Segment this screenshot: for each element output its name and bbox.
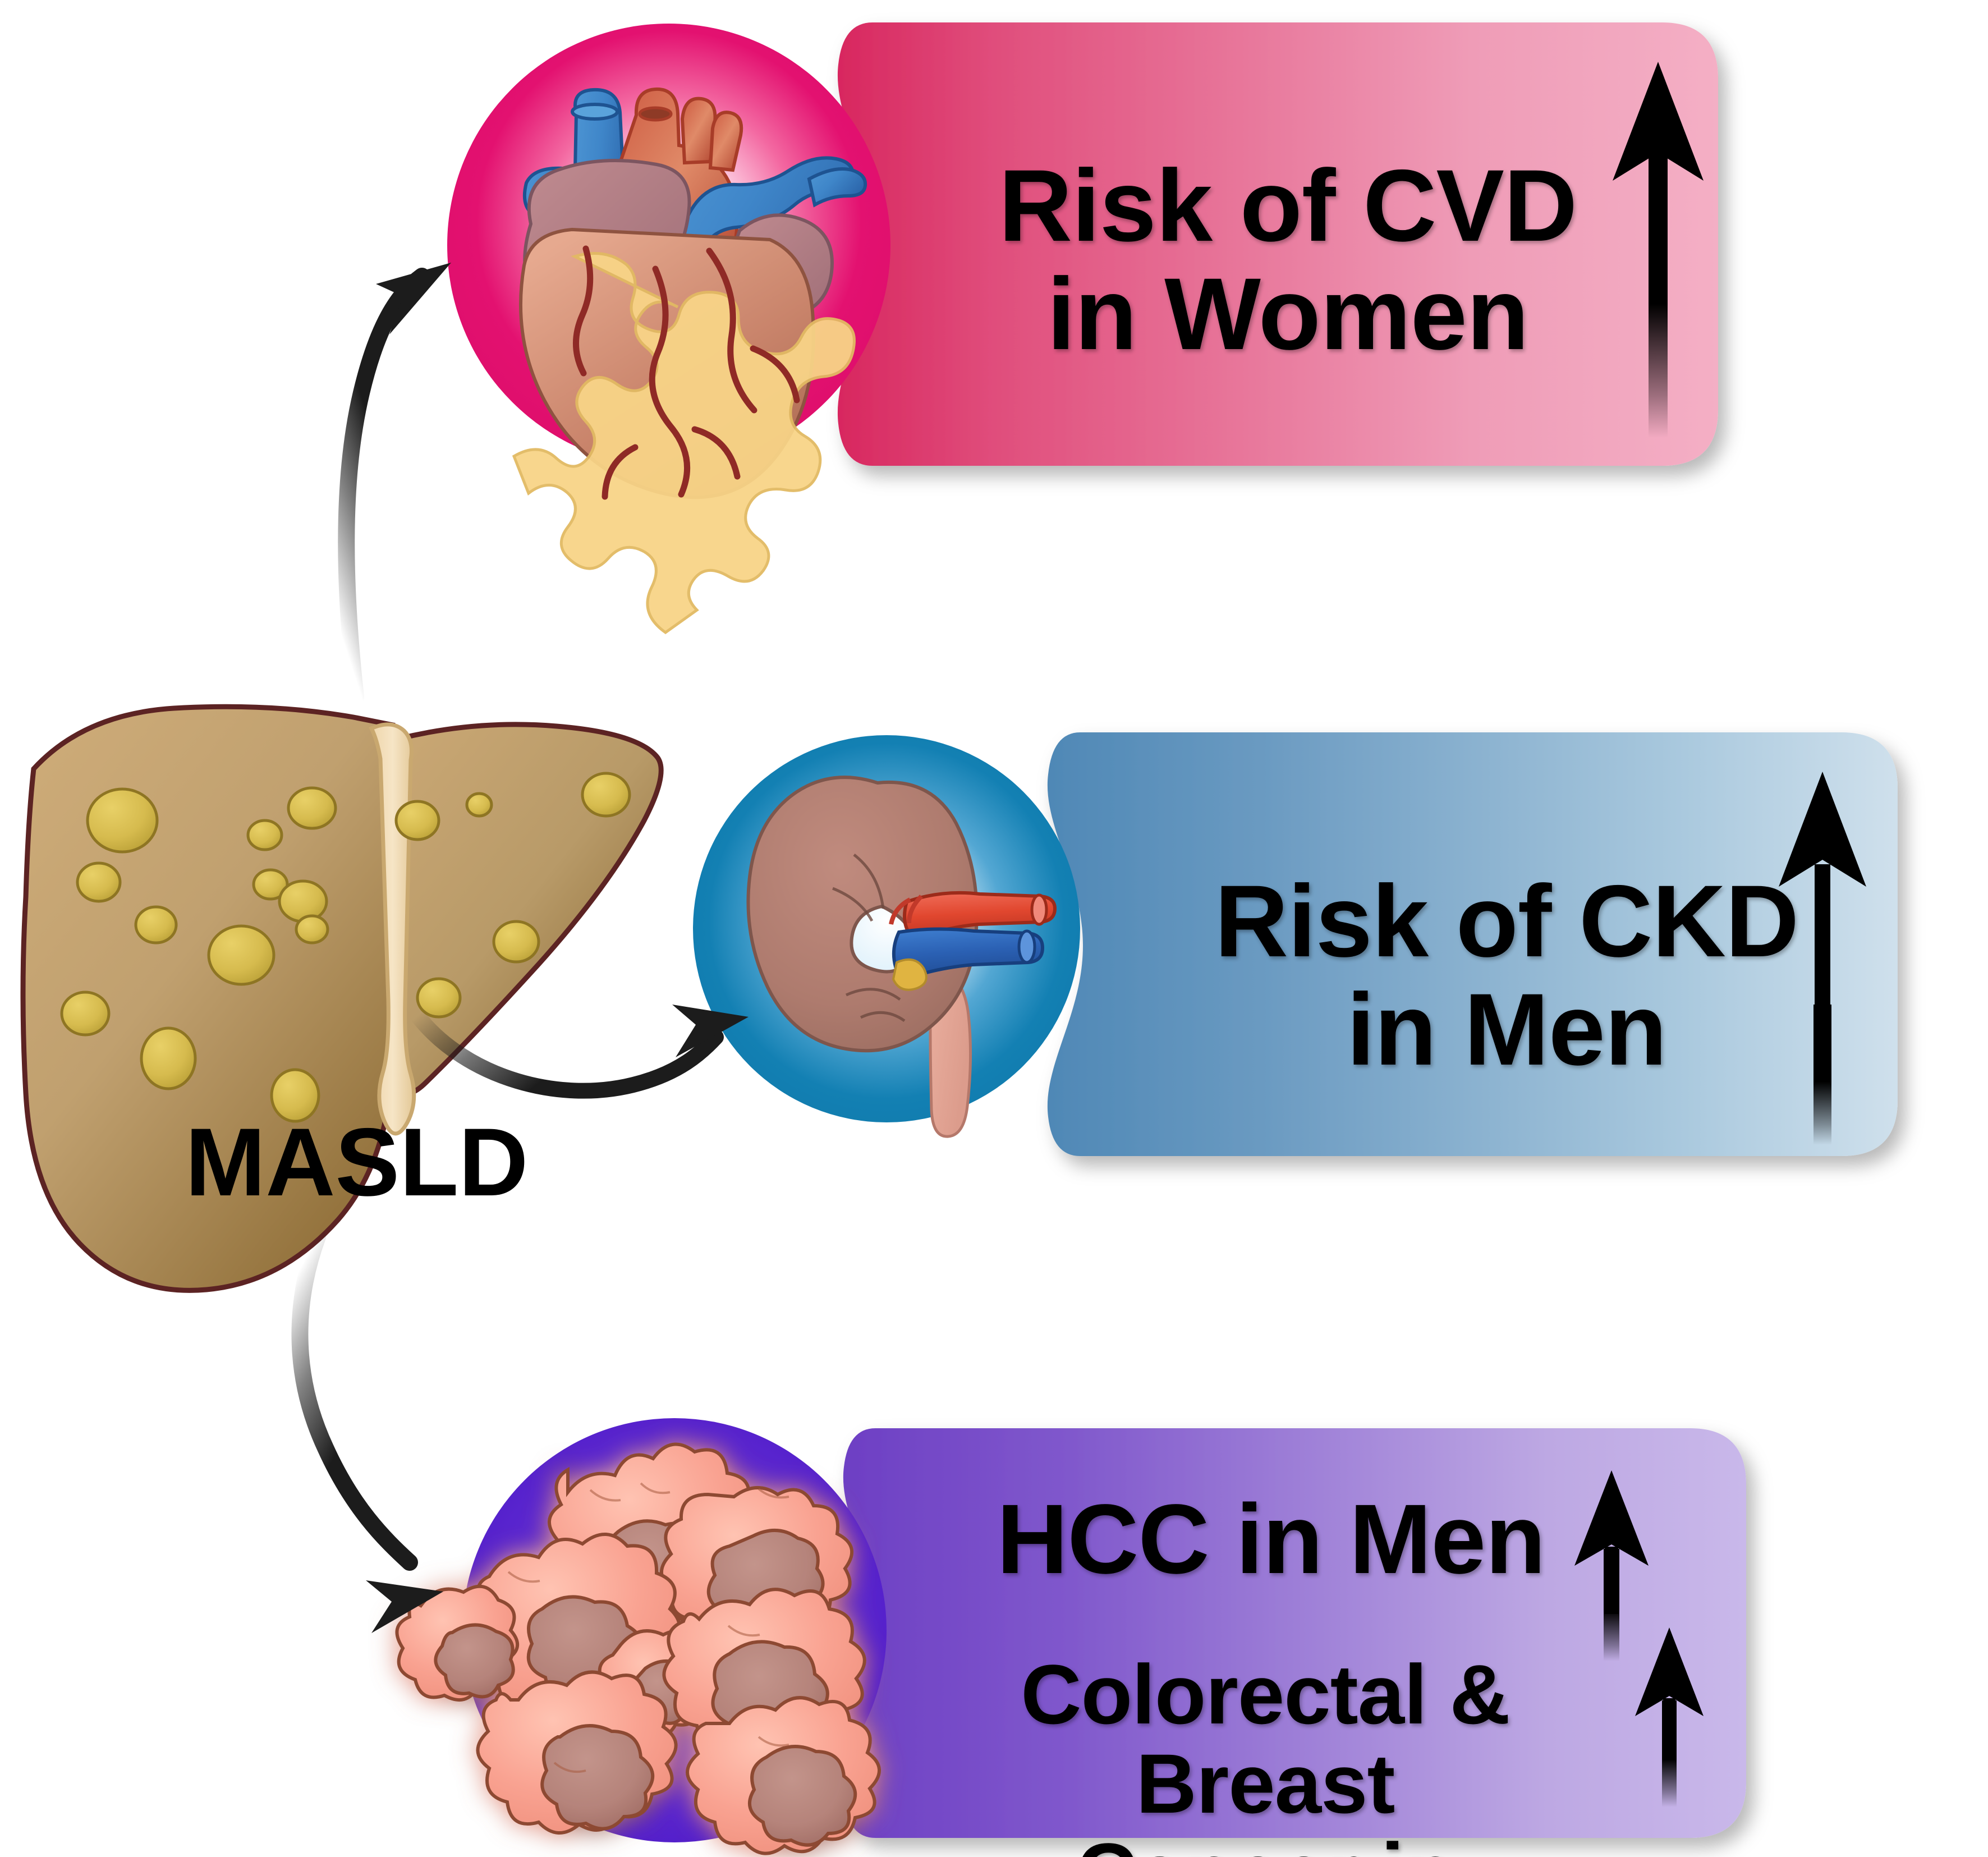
masld-to-cancer-arrow bbox=[291, 1228, 443, 1633]
masld-to-cvd-arrow bbox=[338, 263, 451, 705]
cvd-banner bbox=[837, 22, 1718, 466]
cvd-banner-label: Risk of CVD in Women bbox=[998, 148, 1578, 371]
fatty-liver-icon bbox=[20, 704, 664, 1293]
ckd-banner-label: Risk of CKD in Men bbox=[1214, 864, 1799, 1086]
heart-icon bbox=[447, 24, 890, 635]
hcc-up-arrow-icon bbox=[1574, 1470, 1649, 1661]
ckd-banner bbox=[1047, 732, 1898, 1156]
cancer-up-arrow-icon bbox=[1635, 1627, 1704, 1807]
ckd-up-arrow-icon bbox=[1779, 772, 1866, 1145]
cancer-cells-icon bbox=[395, 1418, 887, 1855]
cancer-banner bbox=[843, 1428, 1746, 1838]
kidney-icon bbox=[693, 735, 1080, 1138]
hcc-banner-label: HCC in Men bbox=[997, 1484, 1546, 1594]
masld-label: MASLD bbox=[185, 1108, 529, 1216]
cvd-up-arrow-icon bbox=[1613, 62, 1704, 438]
masld-to-ckd-arrow bbox=[410, 1005, 749, 1099]
cancer-banner-label: Colorectal & Breast Cancer in Women bbox=[1021, 1647, 1510, 1857]
